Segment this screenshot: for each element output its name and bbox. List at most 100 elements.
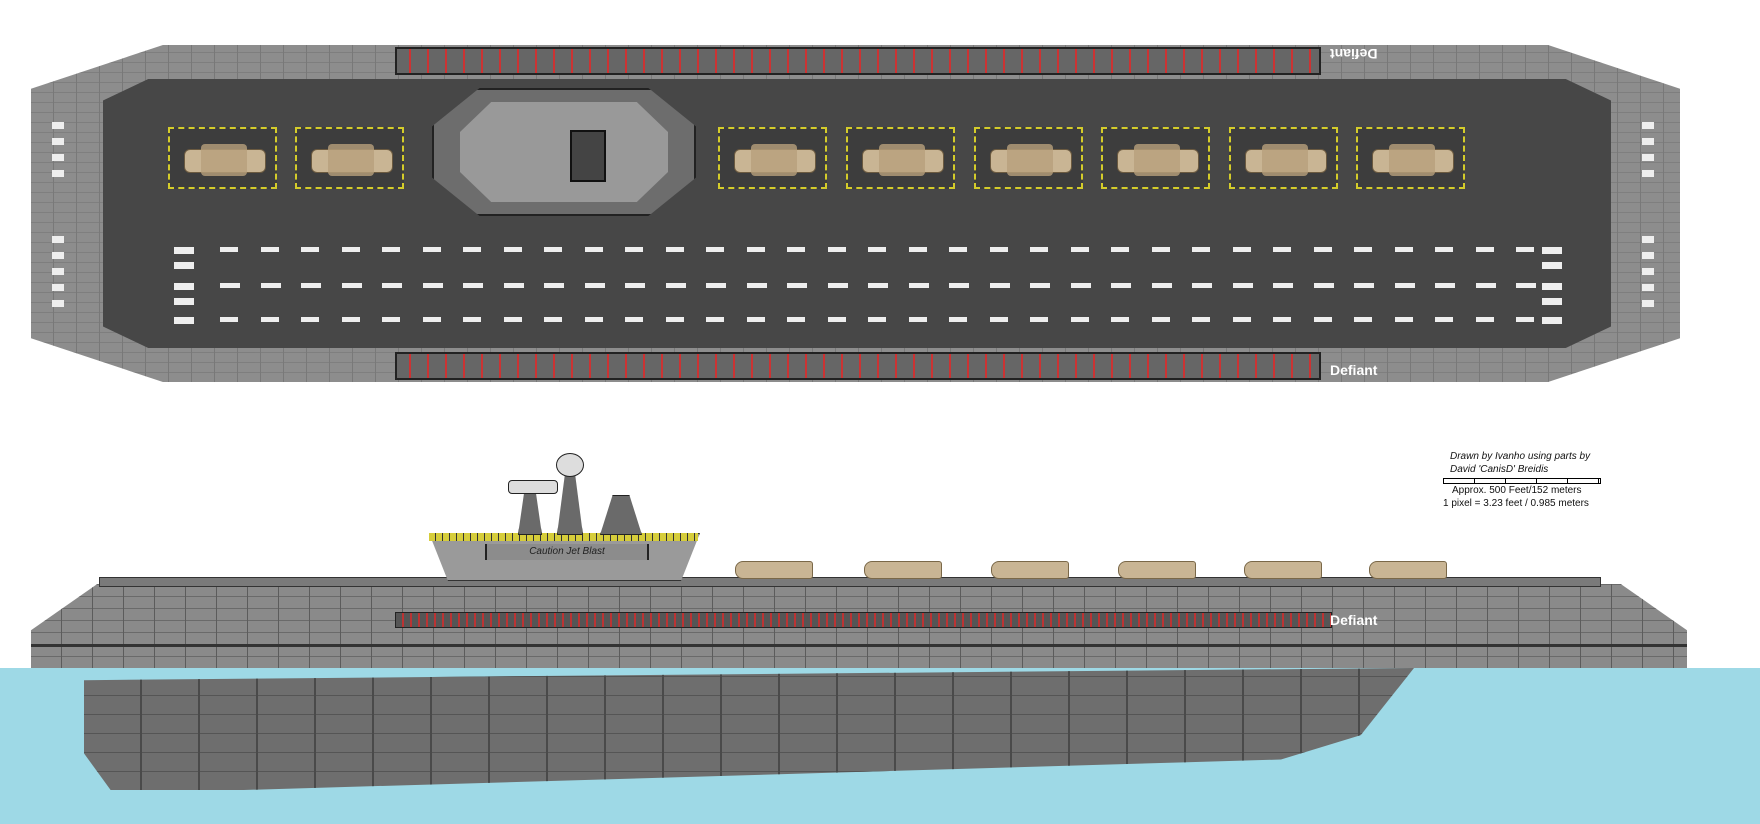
runway-dash [1030, 283, 1050, 288]
runway-dash [422, 283, 443, 288]
threshold-mark [174, 247, 194, 254]
runway-dash [422, 317, 441, 322]
radar-dome-icon [556, 453, 584, 477]
runway-dash [503, 247, 522, 252]
runway-dash [787, 317, 805, 322]
main-mast [557, 475, 583, 535]
runway-dash [949, 317, 967, 322]
edge-light [1642, 138, 1654, 145]
runway-dash [341, 317, 360, 322]
runway-dash [625, 283, 645, 288]
runway-dash [301, 317, 319, 322]
runway-dash [1030, 317, 1048, 322]
island-railing [429, 533, 698, 541]
runway-dash [260, 283, 281, 288]
aft-mast [600, 495, 642, 535]
aircraft-side-icon [1118, 561, 1196, 579]
runway-dash [827, 247, 846, 252]
threshold-mark [1542, 283, 1562, 290]
runway-dash [1192, 247, 1210, 252]
runway-dash [341, 247, 360, 252]
radar-antenna-icon [508, 480, 558, 494]
runway-dash [1394, 283, 1415, 288]
runway-dash [706, 247, 724, 252]
runway-dash [1111, 317, 1129, 322]
runway-dash [260, 317, 279, 322]
runway-dash [1435, 283, 1455, 288]
runway-dash [220, 283, 240, 288]
aircraft-icon [184, 144, 266, 176]
edge-light [52, 122, 64, 129]
runway-dash [382, 283, 402, 288]
runway-dash [1151, 317, 1170, 322]
aircraft-side-icon [1244, 561, 1322, 579]
edge-light [52, 236, 64, 243]
runway-dash [1232, 283, 1253, 288]
hull-line [31, 644, 1687, 647]
runway-dash [1070, 283, 1091, 288]
runway-dash [1151, 283, 1172, 288]
runway-dash [463, 247, 481, 252]
edge-light [52, 300, 64, 307]
ship-name-side: Defiant [1330, 612, 1378, 628]
edge-light [1642, 170, 1654, 177]
scale-text: Approx. 500 Feet/152 meters [1452, 485, 1582, 496]
runway-dash [220, 247, 238, 252]
runway-dash [1151, 247, 1170, 252]
runway-dash [1516, 247, 1534, 252]
flight-deck [103, 79, 1611, 348]
runway-dash [949, 247, 967, 252]
parking-pad [974, 127, 1083, 189]
runway-dash [544, 283, 564, 288]
runway-dash [1394, 317, 1413, 322]
runway-dash [625, 247, 643, 252]
runway-dash [1475, 247, 1494, 252]
aircraft-icon [862, 144, 944, 176]
runway-dash [1030, 247, 1048, 252]
threshold-mark [174, 317, 194, 324]
aircraft-icon [1372, 144, 1454, 176]
edge-light [52, 170, 64, 177]
runway-dash [463, 283, 483, 288]
threshold-mark [1542, 262, 1562, 269]
side-red-strip [395, 612, 1332, 628]
parking-pad [1101, 127, 1210, 189]
parking-pad [295, 127, 404, 189]
edge-light [52, 252, 64, 259]
runway-dash [746, 247, 765, 252]
credit-line-1: Drawn by Ivanho using parts by [1450, 451, 1591, 462]
runway-dash [706, 317, 724, 322]
parking-pad [1229, 127, 1338, 189]
island-stack [570, 130, 606, 182]
runway-dash [1354, 247, 1372, 252]
runway-dash [746, 283, 767, 288]
flight-deck-edge [99, 577, 1601, 587]
runway-dash [584, 247, 603, 252]
runway-dash [1475, 283, 1496, 288]
edge-light [1642, 122, 1654, 129]
edge-light [1642, 252, 1654, 259]
runway-dash [787, 247, 805, 252]
edge-light [1642, 154, 1654, 161]
runway-dash [827, 317, 846, 322]
runway-dash [1111, 283, 1131, 288]
runway-dash [665, 317, 684, 322]
aircraft-icon [990, 144, 1072, 176]
edge-light [52, 284, 64, 291]
ship-name-lower: Defiant [1330, 362, 1378, 378]
parking-pad [718, 127, 827, 189]
runway-dash [868, 283, 888, 288]
runway-dash [422, 247, 441, 252]
runway-dash [868, 317, 886, 322]
runway-dash [1273, 247, 1291, 252]
runway-dash [544, 247, 562, 252]
runway-dash [989, 283, 1010, 288]
aircraft-side-icon [1369, 561, 1447, 579]
runway-dash [746, 317, 765, 322]
runway-dash [1111, 247, 1129, 252]
runway-dash [260, 247, 279, 252]
runway-dash [503, 317, 522, 322]
edge-light [52, 154, 64, 161]
runway-dash [1070, 247, 1089, 252]
threshold-mark [174, 298, 194, 305]
